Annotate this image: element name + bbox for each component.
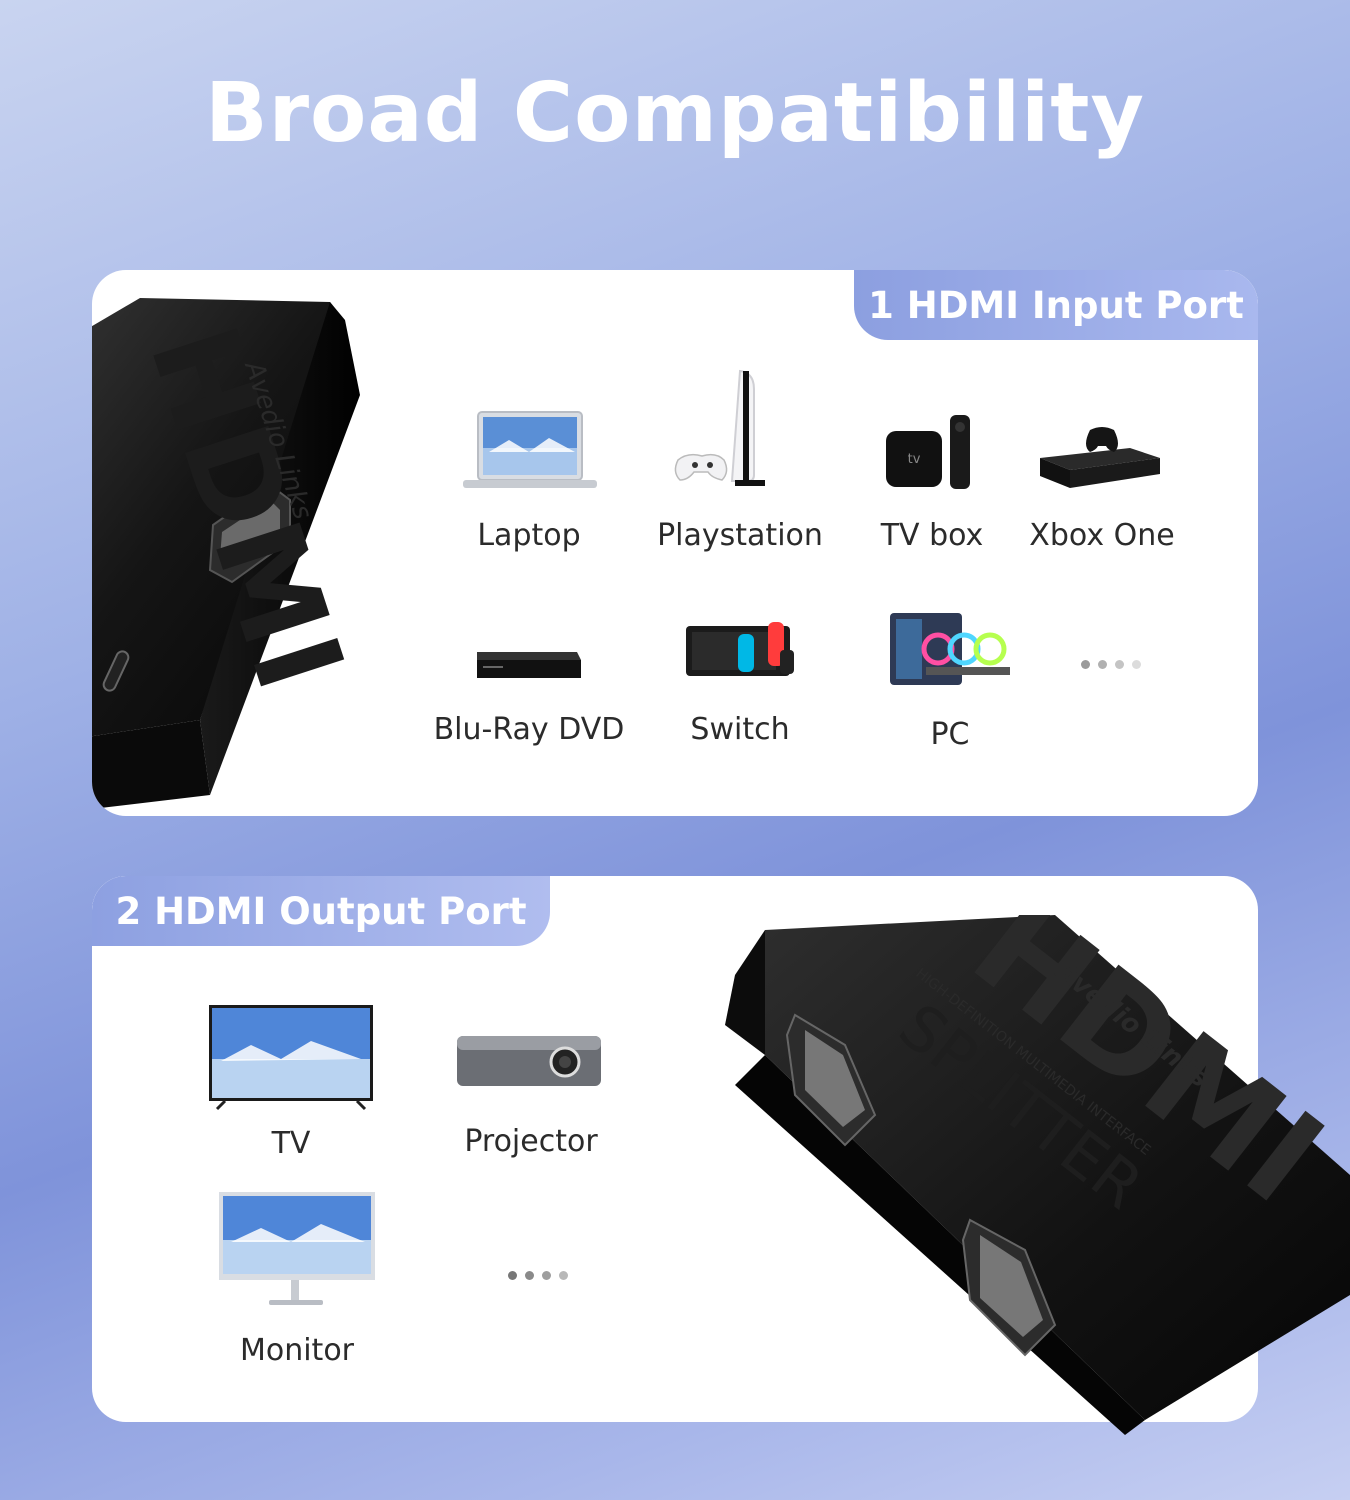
- device-xbox-one: Xbox One: [1002, 410, 1202, 553]
- device-label: Blu-Ray DVD: [433, 712, 625, 747]
- device-label: TV: [271, 1126, 311, 1161]
- device-label: Projector: [464, 1124, 598, 1159]
- pc-icon: [890, 613, 1010, 685]
- projector-icon: [457, 1036, 601, 1086]
- xbox-icon: [1040, 427, 1160, 488]
- laptop-icon: [463, 411, 597, 488]
- device-tv-box: tv TV box: [832, 405, 1032, 553]
- tv-box-icon: tv: [886, 415, 970, 489]
- device-label: PC: [930, 717, 970, 752]
- device-tv: TV: [191, 1001, 391, 1161]
- device-switch: Switch: [640, 610, 840, 747]
- hdmi-splitter-output-side: HDMI Avedio Links HIGH-DEFINITION MULTIM…: [725, 915, 1350, 1435]
- device-bluray-dvd: Blu-Ray DVD: [429, 630, 629, 747]
- device-label: Monitor: [239, 1333, 355, 1368]
- page-title: Broad Compatibility: [205, 66, 1145, 161]
- device-laptop: Laptop: [429, 400, 629, 553]
- device-label: Laptop: [477, 518, 581, 553]
- playstation-icon: [674, 369, 765, 486]
- svg-text:tv: tv: [908, 452, 921, 467]
- device-label: Switch: [690, 712, 790, 747]
- nintendo-switch-icon: [686, 622, 794, 676]
- input-devices-card: 1 HDMI Input Port HDMI Avedio Links: [92, 270, 1258, 816]
- device-label: Playstation: [657, 518, 823, 553]
- device-projector: Projector: [431, 1026, 631, 1159]
- hdmi-splitter-input-side: HDMI Avedio Links: [92, 298, 370, 810]
- bluray-player-icon: [477, 652, 581, 678]
- more-devices-indicator: [1081, 660, 1141, 669]
- monitor-icon: [219, 1192, 375, 1305]
- more-devices-indicator: [508, 1271, 568, 1280]
- device-pc: PC: [850, 605, 1050, 752]
- device-playstation: Playstation: [640, 365, 840, 553]
- device-monitor: Monitor: [197, 1186, 397, 1368]
- output-port-tab: 2 HDMI Output Port: [92, 876, 550, 946]
- tv-icon: [209, 1005, 373, 1111]
- device-label: Xbox One: [1029, 518, 1175, 553]
- input-port-tab: 1 HDMI Input Port: [854, 270, 1258, 340]
- device-label: TV box: [880, 518, 984, 553]
